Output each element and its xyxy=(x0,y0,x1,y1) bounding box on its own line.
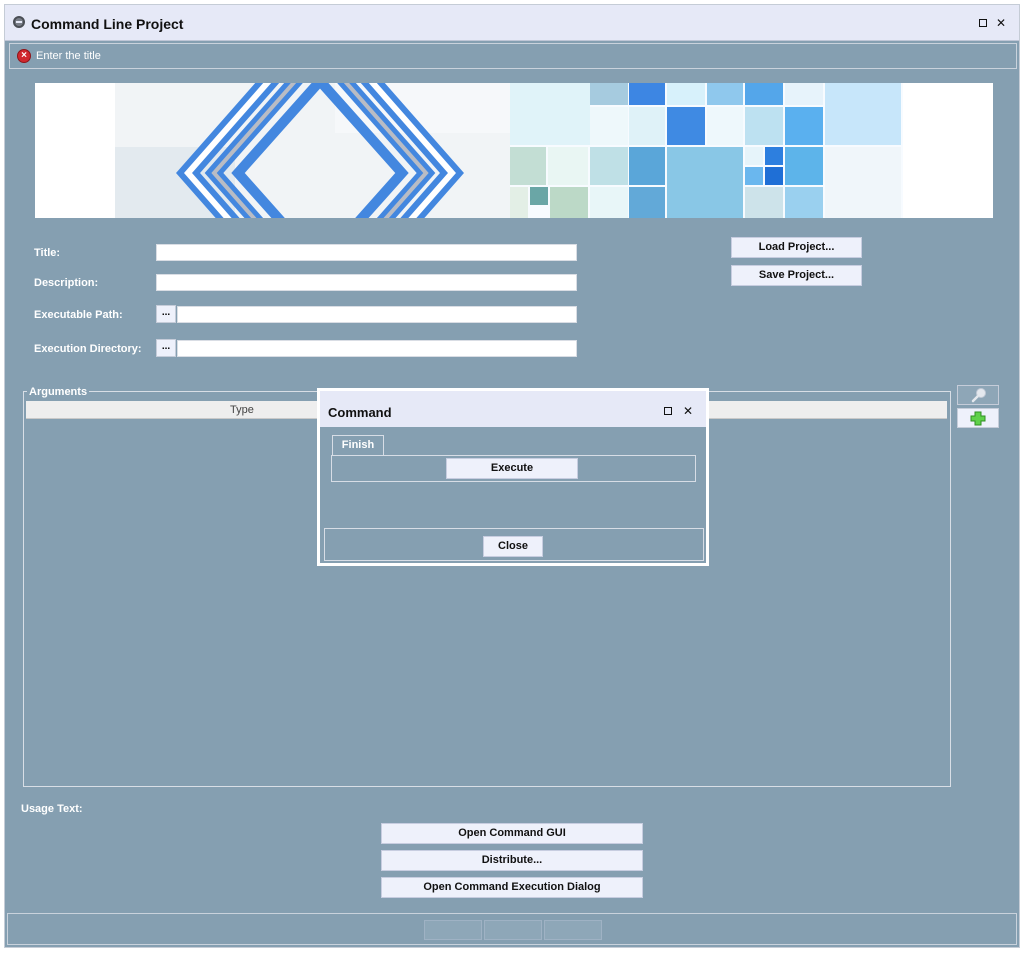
open-execution-dialog-button[interactable]: Open Command Execution Dialog xyxy=(381,877,643,898)
title-bar: Command Line Project ✕ xyxy=(5,5,1019,41)
title-label: Title: xyxy=(34,247,61,259)
save-project-button[interactable]: Save Project... xyxy=(731,265,862,286)
description-label: Description: xyxy=(34,277,99,289)
app-icon xyxy=(13,16,25,28)
dialog-maximize-button[interactable] xyxy=(660,403,676,419)
search-button[interactable] xyxy=(957,385,999,405)
execution-directory-label: Execution Directory: xyxy=(34,343,142,355)
load-project-button[interactable]: Load Project... xyxy=(731,237,862,258)
banner-image xyxy=(35,83,993,218)
arguments-legend: Arguments xyxy=(27,386,90,398)
browse-executable-button[interactable]: ... xyxy=(156,305,176,323)
banner-graphic xyxy=(115,83,993,218)
maximize-icon xyxy=(664,407,672,415)
error-icon: × xyxy=(17,49,31,63)
browse-directory-button[interactable]: ... xyxy=(156,339,176,357)
dialog-close-button[interactable]: Close xyxy=(483,536,543,557)
maximize-button[interactable] xyxy=(975,15,991,31)
distribute-button[interactable]: Distribute... xyxy=(381,850,643,871)
close-window-button[interactable]: ✕ xyxy=(995,16,1007,30)
nav-button-1[interactable] xyxy=(424,920,482,940)
column-type[interactable]: Type xyxy=(230,404,254,416)
dialog-close-icon-button[interactable]: ✕ xyxy=(682,404,694,418)
add-icon xyxy=(970,411,986,426)
executable-path-input[interactable] xyxy=(177,306,577,323)
executable-path-label: Executable Path: xyxy=(34,309,123,321)
nav-button-2[interactable] xyxy=(484,920,542,940)
add-argument-button[interactable] xyxy=(957,408,999,428)
search-icon xyxy=(971,388,986,403)
execution-directory-input[interactable] xyxy=(177,340,577,357)
dialog-title-bar: Command ✕ xyxy=(320,391,706,427)
dialog-title: Command xyxy=(328,405,392,420)
finish-tab-panel: Execute xyxy=(331,455,696,482)
main-window: Command Line Project ✕ × Enter the title xyxy=(4,4,1020,948)
tab-finish[interactable]: Finish xyxy=(332,435,384,456)
validation-message: Enter the title xyxy=(36,50,101,62)
title-input[interactable] xyxy=(156,244,577,261)
description-input[interactable] xyxy=(156,274,577,291)
dialog-footer: Close xyxy=(324,528,704,561)
window-title: Command Line Project xyxy=(31,16,184,32)
execute-button[interactable]: Execute xyxy=(446,458,578,479)
maximize-icon xyxy=(979,19,987,27)
open-command-gui-button[interactable]: Open Command GUI xyxy=(381,823,643,844)
usage-text-label: Usage Text: xyxy=(21,803,83,815)
nav-button-3[interactable] xyxy=(544,920,602,940)
command-dialog: Command ✕ Finish Execute Close xyxy=(317,388,709,566)
validation-bar: × Enter the title xyxy=(9,43,1017,69)
wizard-nav-bar xyxy=(7,913,1017,945)
